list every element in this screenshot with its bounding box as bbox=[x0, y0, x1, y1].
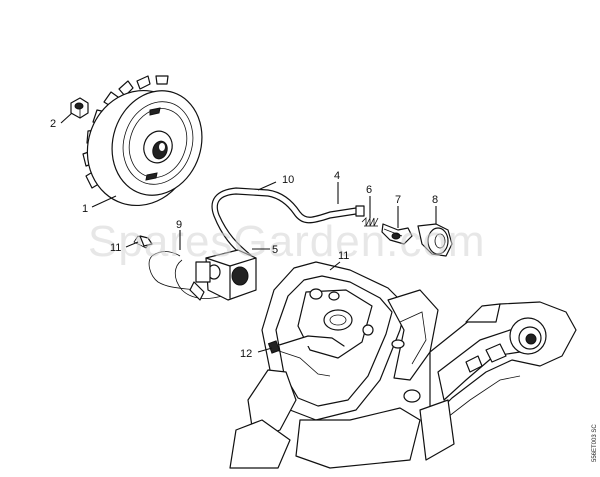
callout-8: 8 bbox=[432, 194, 438, 206]
spark-plug-boot bbox=[417, 223, 453, 257]
ignition-lead bbox=[211, 187, 365, 261]
callout-11-left: 11 bbox=[110, 242, 121, 254]
watermark-text: SparesGarden.com bbox=[88, 217, 486, 266]
contact-spring bbox=[361, 217, 379, 227]
callout-10: 10 bbox=[282, 174, 294, 186]
flywheel-nut bbox=[70, 97, 89, 119]
callout-12: 12 bbox=[240, 348, 252, 360]
callout-11-right: 11 bbox=[338, 250, 349, 262]
leader-lines bbox=[60, 112, 437, 353]
callout-1: 1 bbox=[82, 203, 88, 215]
callout-2: 2 bbox=[50, 118, 56, 130]
crankcase-housing bbox=[229, 261, 439, 469]
rear-handle bbox=[419, 301, 577, 461]
callout-7: 7 bbox=[395, 194, 401, 206]
callout-6: 6 bbox=[366, 184, 372, 196]
callout-4: 4 bbox=[334, 170, 340, 182]
callout-5: 5 bbox=[272, 244, 278, 256]
drawing-code: 556ET003 SC bbox=[592, 424, 598, 462]
flywheel bbox=[82, 75, 203, 207]
callout-labels: 2 1 4 5 6 7 8 9 10 11 11 12 bbox=[50, 118, 438, 360]
callout-9: 9 bbox=[176, 219, 182, 231]
short-circuit-wire bbox=[133, 235, 223, 299]
ignition-module bbox=[189, 249, 257, 301]
spark-plug-terminal bbox=[381, 223, 413, 245]
